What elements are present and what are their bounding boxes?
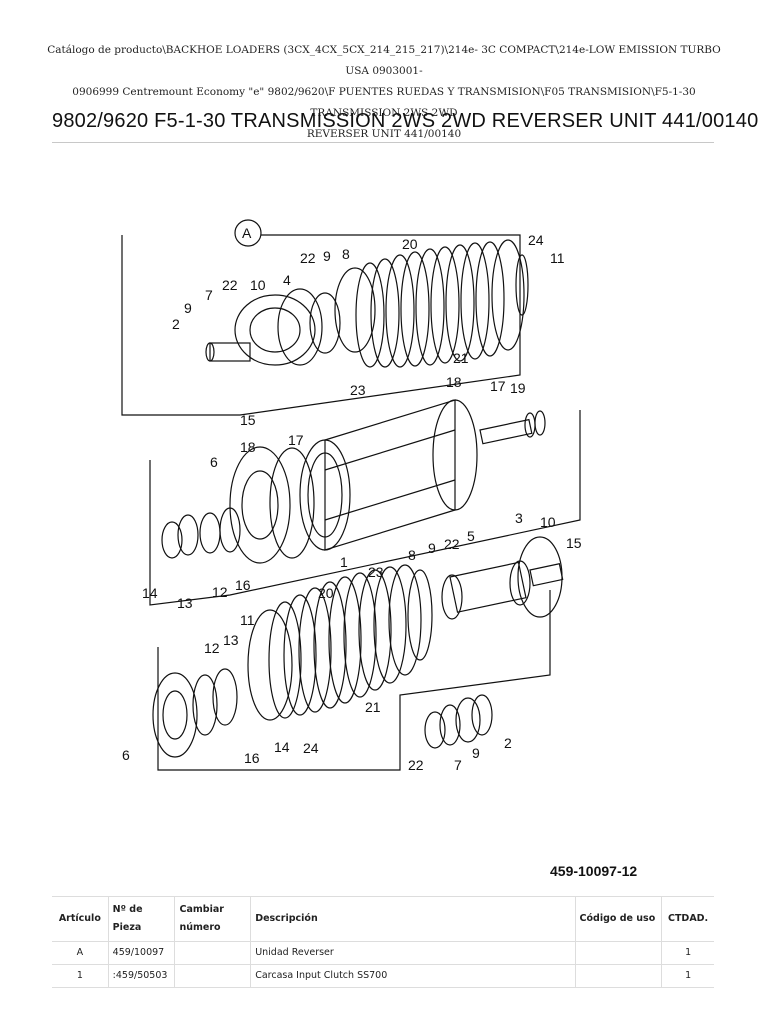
parts-table: Artículo Nº de Pieza Cambiar número Descri… (52, 896, 714, 988)
panel-bottom-outline (157, 590, 551, 771)
header-pieza-line1: Nº de (112, 904, 143, 915)
bottom-end-plate (152, 668, 238, 758)
callout: 9 (184, 300, 192, 316)
middle-clutch-drum (299, 399, 546, 551)
bottom-shaft-gear (441, 536, 564, 620)
callout: 4 (283, 272, 291, 288)
callout: 20 (318, 585, 334, 601)
table-row[interactable]: A 459/10097 Unidad Reverser 1 (52, 941, 714, 965)
header-codigo: Código de uso (574, 896, 662, 942)
callout: 6 (122, 747, 130, 763)
cell-articulo: A (52, 941, 109, 965)
cell-descripcion: Unidad Reverser (250, 941, 576, 965)
bottom-springs (424, 694, 493, 749)
cell-codigo (574, 941, 662, 965)
callout: 24 (303, 740, 319, 756)
callout: 15 (240, 412, 256, 428)
callout: 11 (240, 612, 255, 628)
callout: 16 (235, 577, 251, 593)
callout: 22 (300, 250, 316, 266)
bottom-clutch-pack (247, 564, 433, 721)
callout: 9 (323, 248, 331, 264)
callout: 18 (446, 374, 462, 390)
panel-middle-outline (149, 410, 581, 606)
breadcrumb-line-1: Catálogo de producto\BACKHOE LOADERS (3C… (47, 44, 721, 77)
callout: 19 (510, 380, 526, 396)
callout: 9 (472, 745, 480, 761)
header-pieza: Nº de Pieza (107, 896, 175, 942)
callout: 10 (540, 514, 556, 530)
callout: 11 (550, 250, 565, 266)
callouts-middle: 18 17 19 6 18 17 14 13 12 16 1 (142, 374, 526, 611)
cell-ctdad: 1 (661, 964, 714, 988)
header-descripcion: Descripción (250, 896, 576, 942)
callout: 13 (223, 632, 239, 648)
callouts-bottom: 3 10 15 8 9 22 5 23 20 11 13 12 21 6 16 … (122, 510, 582, 773)
callout: 21 (365, 699, 381, 715)
table-header-row: Artículo Nº de Pieza Cambiar número Descri… (52, 896, 714, 942)
cell-pieza: 459/10097 (107, 941, 175, 965)
callout: 10 (250, 277, 266, 293)
table-row[interactable]: 1 :459/50503 Carcasa Input Clutch SS700 … (52, 964, 714, 988)
callouts-top: 22 9 8 20 24 11 7 22 10 4 9 2 21 23 15 (172, 232, 565, 428)
header-cambiar-line2: número (179, 922, 221, 933)
top-clutch-pack (355, 239, 529, 368)
callout: 5 (467, 528, 475, 544)
callout: 2 (504, 735, 512, 751)
callout: 17 (288, 432, 304, 448)
callout: 1 (340, 554, 348, 570)
callout: 8 (408, 547, 416, 563)
header-cambiar-line1: Cambiar (179, 904, 224, 915)
callout: 2 (172, 316, 180, 332)
title-divider (52, 142, 714, 143)
breadcrumb: Catálogo de producto\BACKHOE LOADERS (3C… (40, 40, 728, 145)
callout: 20 (402, 236, 418, 252)
callout: 23 (368, 564, 384, 580)
callout: 8 (342, 246, 350, 262)
callout: 23 (350, 382, 366, 398)
cell-codigo (574, 964, 662, 988)
panel-top-outline (121, 234, 521, 416)
callout: 18 (240, 439, 256, 455)
callout: 17 (490, 378, 506, 394)
callout: 7 (454, 757, 462, 773)
callout: 14 (142, 585, 158, 601)
exploded-parts-diagram: A 22 9 8 20 24 11 7 22 10 4 9 2 21 23 15… (110, 215, 600, 790)
callout: 13 (177, 595, 193, 611)
callout: 14 (274, 739, 290, 755)
figure-label-circle (234, 219, 262, 247)
cell-ctdad: 1 (661, 941, 714, 965)
callout: 22 (222, 277, 238, 293)
breadcrumb-line-2: 0906999 Centremount Economy "e" 9802/962… (72, 86, 696, 119)
breadcrumb-line-3: REVERSER UNIT 441/00140 (306, 128, 462, 140)
cell-descripcion: Carcasa Input Clutch SS700 (250, 964, 576, 988)
callout: 16 (244, 750, 260, 766)
diagram-reference: 459-10097-12 (550, 863, 638, 879)
callout: 21 (453, 350, 469, 366)
middle-end-plate (161, 446, 315, 564)
callout: 7 (205, 287, 213, 303)
header-cambiar: Cambiar número (174, 896, 251, 942)
callout: 12 (212, 584, 228, 600)
callout: 22 (408, 757, 424, 773)
parts-diagram-svg: A 22 9 8 20 24 11 7 22 10 4 9 2 21 23 15… (121, 219, 582, 773)
callout: 24 (528, 232, 544, 248)
top-shaft-assembly (205, 267, 376, 366)
header-articulo: Artículo (52, 896, 109, 942)
callout: 12 (204, 640, 220, 656)
cell-cambiar (174, 941, 251, 965)
callout: 15 (566, 535, 582, 551)
figure-label: A (242, 225, 252, 241)
cell-pieza: :459/50503 (107, 964, 175, 988)
page-title: 9802/9620 F5-1-30 TRANSMISSION 2WS 2WD R… (52, 110, 759, 132)
header-pieza-line2: Pieza (112, 922, 142, 933)
header-ctdad: CTDAD. (661, 896, 714, 942)
cell-cambiar (174, 964, 251, 988)
callout: 9 (428, 540, 436, 556)
callout: 22 (444, 536, 460, 552)
callout: 6 (210, 454, 218, 470)
callout: 3 (515, 510, 523, 526)
cell-articulo: 1 (52, 964, 109, 988)
